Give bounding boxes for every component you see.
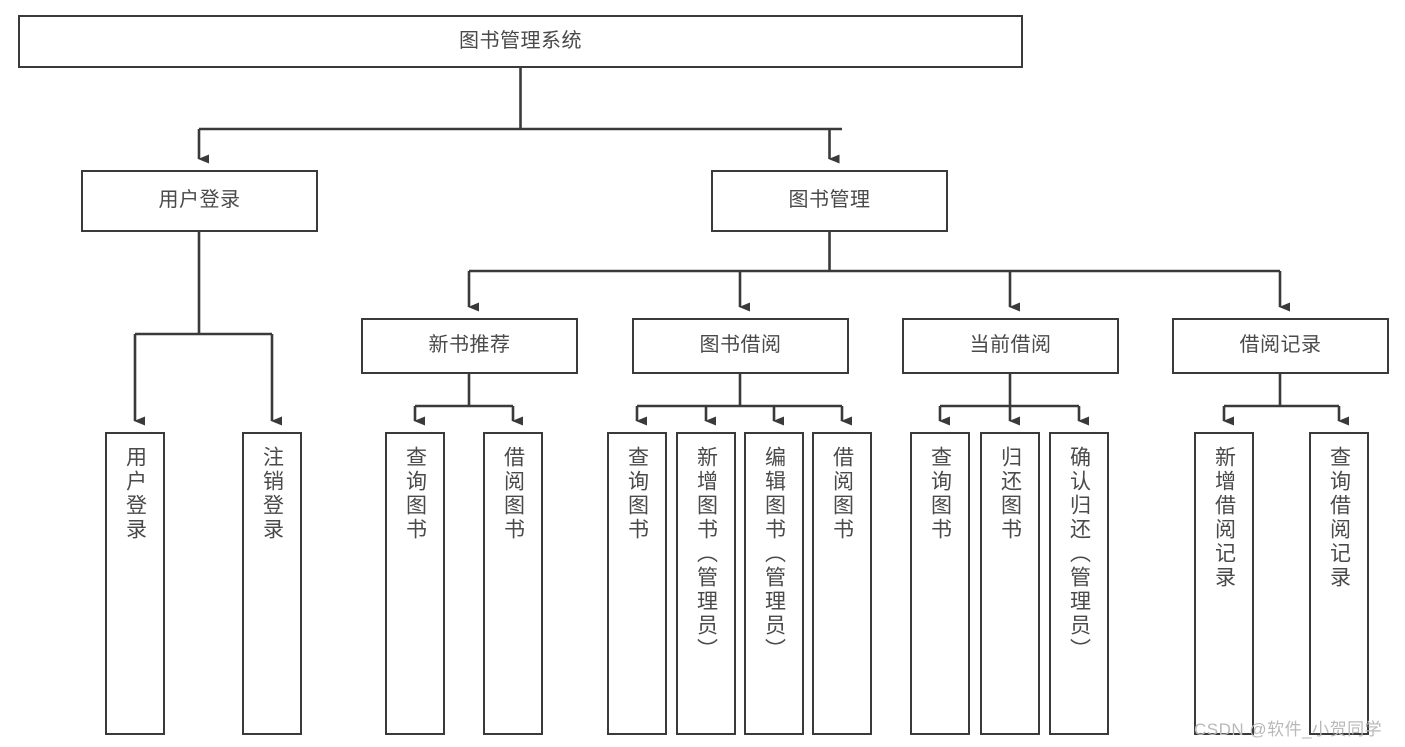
node-book-borrow[interactable]: 图书借阅 [632,318,849,374]
node-label: 确认归还（管理员） [1067,446,1091,662]
node-label: 借阅图书 [501,446,525,542]
node-label: 查询借阅记录 [1327,446,1351,590]
leaf-user-logout[interactable]: 注销登录 [242,432,302,735]
node-label: 借阅记录 [1239,334,1322,357]
node-label: 查询图书 [928,446,952,542]
leaf-borrow-book-recommend[interactable]: 借阅图书 [483,432,543,735]
node-label: 图书管理系统 [459,29,582,52]
leaf-borrow-book[interactable]: 借阅图书 [812,432,872,735]
leaf-add-borrow-record[interactable]: 新增借阅记录 [1194,432,1254,735]
node-label: 归还图书 [998,446,1022,542]
node-book-management-system[interactable]: 图书管理系统 [18,15,1023,68]
node-label: 编辑图书（管理员） [762,446,786,662]
leaf-return-book[interactable]: 归还图书 [980,432,1040,735]
node-label: 图书借阅 [699,334,782,357]
node-label: 新增图书（管理员） [694,446,718,662]
leaf-confirm-return[interactable]: 确认归还（管理员） [1049,432,1109,735]
node-label: 新书推荐 [428,334,511,357]
leaf-query-book-recommend[interactable]: 查询图书 [385,432,445,735]
node-label: 新增借阅记录 [1212,446,1236,590]
node-label: 查询图书 [403,446,427,542]
node-book-management[interactable]: 图书管理 [711,170,948,232]
node-label: 注销登录 [260,446,284,542]
leaf-edit-book[interactable]: 编辑图书（管理员） [744,432,804,735]
leaf-query-book-borrow[interactable]: 查询图书 [607,432,667,735]
node-label: 查询图书 [625,446,649,542]
leaf-query-book-current[interactable]: 查询图书 [910,432,970,735]
leaf-query-borrow-record[interactable]: 查询借阅记录 [1309,432,1369,735]
node-label: 用户登录 [158,189,241,212]
leaf-add-book[interactable]: 新增图书（管理员） [676,432,736,735]
node-label: 借阅图书 [830,446,854,542]
leaf-user-login[interactable]: 用户登录 [105,432,165,735]
node-current-borrow[interactable]: 当前借阅 [902,318,1119,374]
node-new-book-recommend[interactable]: 新书推荐 [361,318,578,374]
node-label: 当前借阅 [969,334,1052,357]
node-label: 图书管理 [788,189,871,212]
node-label: 用户登录 [123,446,147,542]
node-borrow-record[interactable]: 借阅记录 [1172,318,1389,374]
node-user-login[interactable]: 用户登录 [81,170,318,232]
